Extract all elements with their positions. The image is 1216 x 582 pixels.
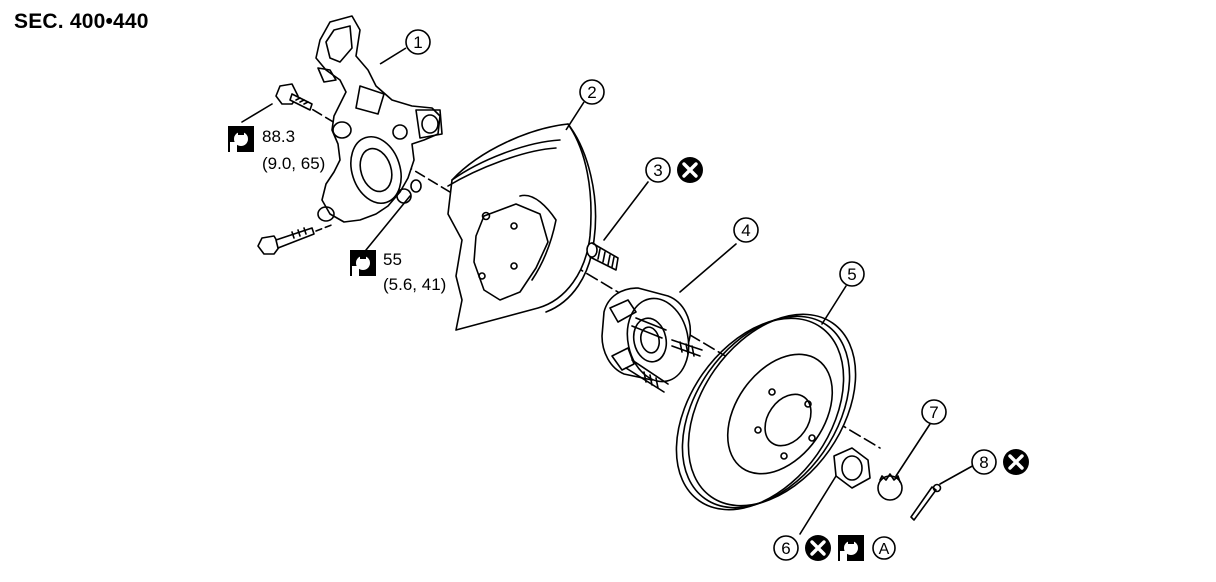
callout-8 [971, 449, 997, 475]
wheel-hub-bearing [601, 243, 737, 393]
torque-spec-1-value: 88.3 [262, 127, 296, 146]
callout-6-label: 6 [781, 539, 790, 558]
section-code: SEC. 400•440 [14, 10, 149, 33]
x-circle-icon [805, 535, 831, 561]
callout-6 [773, 535, 799, 561]
callout-3-label: 3 [653, 161, 662, 180]
hub-bolt [586, 181, 649, 271]
torque-wrench-icon [350, 250, 376, 276]
callout-7-label: 7 [929, 403, 938, 422]
callout-1-label: 1 [413, 33, 422, 52]
baffle-plate [447, 123, 597, 331]
callout-5 [839, 261, 865, 287]
callout-2-label: 2 [587, 83, 596, 102]
hub-nut [799, 447, 871, 535]
torque-spec-2-value: 55 [383, 250, 402, 269]
reference-marker-label: A [879, 541, 890, 558]
x-circle-icon [677, 157, 703, 183]
callout-5-label: 5 [847, 265, 856, 284]
cotter-pin [910, 463, 977, 521]
torque-wrench-icon [228, 126, 254, 152]
torque-wrench-icon [838, 535, 864, 561]
callout-7 [921, 399, 947, 425]
torque-spec-1-alt: (9.0, 65) [262, 154, 326, 173]
callout-A [872, 536, 896, 560]
steering-knuckle [315, 15, 443, 223]
lower-bolt [257, 223, 335, 255]
callout-4 [733, 217, 759, 243]
lock-nut-cap [877, 423, 931, 501]
callout-8-label: 8 [979, 453, 988, 472]
knuckle-washer [365, 179, 422, 251]
callout-2 [579, 79, 605, 105]
x-circle-icon [1003, 449, 1029, 475]
callout-3 [645, 157, 671, 183]
callout-4-label: 4 [741, 221, 750, 240]
upper-bolt [241, 83, 313, 123]
callout-1 [405, 29, 431, 55]
brake-rotor [675, 285, 857, 511]
torque-spec-2-alt: (5.6, 41) [383, 275, 447, 294]
